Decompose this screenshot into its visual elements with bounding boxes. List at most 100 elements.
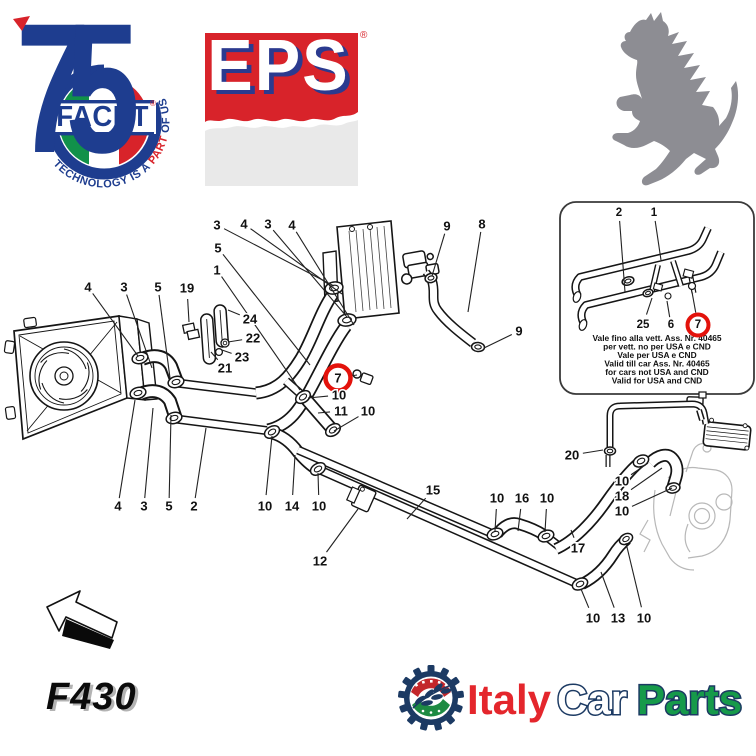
hose-clamp [129,386,147,400]
leader-line [544,508,547,533]
leader-line [517,508,522,532]
logo-word-parts: Parts [637,676,742,723]
part-number-1: 1 [651,207,658,219]
hose-clamp [603,446,617,456]
leader-line [221,349,232,354]
inset-notes: Vale fino alla vett. Ass. Nr. 40465 per … [592,333,721,386]
leader-line [631,487,673,507]
leader-line [92,293,139,357]
part-number-4: 4 [240,217,248,232]
part-number-24: 24 [243,312,258,327]
part-number-4: 4 [114,499,122,514]
hose-clamp [337,313,357,327]
leader-line [570,529,575,538]
leader-line [223,228,335,287]
leader-line [144,407,154,499]
part-number-9: 9 [515,324,522,339]
hose-clamp [621,276,635,286]
leader-line [600,571,615,608]
part-number-16: 16 [515,491,529,506]
eps-logo: EPS EPS ® [205,24,368,186]
clip-19 [181,322,201,341]
eps-gray-block [205,120,358,186]
leader-line [307,395,329,399]
part-number-4: 4 [84,280,92,295]
note-line: per vett. no per USA e CND [603,342,711,352]
part-number-3: 3 [140,499,147,514]
direction-arrow-icon [46,590,118,649]
part-number-2: 2 [616,207,622,219]
facet-red-accent [13,16,30,31]
part-number-9: 9 [443,219,450,234]
hose-clamp [537,529,555,543]
facet-swoosh [46,64,162,180]
part-number-3: 3 [213,218,220,233]
highlight-circle [685,312,711,338]
part-number-12: 12 [313,554,327,569]
leader-line [194,427,207,499]
model-label: F430 [46,676,137,718]
facet-wordmark: FACET [56,99,149,132]
leader-line [645,297,653,315]
hose-clamp [294,389,312,405]
nut-23 [214,347,224,357]
inset-fitting-6 [664,292,672,300]
leader-line [317,472,320,496]
leader-line [295,231,355,326]
note-line: Valid till car Ass. Nr. 40465 [604,359,710,369]
leader-line [326,508,359,553]
leader-line [210,351,219,361]
gear-icon [397,665,465,731]
facet-logo: FACET ® 75 TECHNOLOGY IS A PART OF US [13,0,172,192]
eps-wordmark: EPS [207,24,350,105]
leader-line [265,435,273,496]
part-number-15: 15 [426,483,440,498]
leader-line [126,294,153,369]
hose-clamp [571,577,589,591]
leader-line [333,416,359,432]
part-number-10: 10 [258,499,272,514]
part-number-7: 7 [334,371,341,386]
note-line: Valid for USA and CND [612,376,702,386]
part-number-5: 5 [154,280,161,295]
leader-line [221,276,301,391]
leader-line [406,497,427,520]
leader-line [227,309,241,316]
part-number-6: 6 [668,319,674,331]
inset-detail-box [559,201,755,395]
part-number-20: 20 [565,448,579,463]
hose-clamp [486,527,504,541]
leader-line [187,298,190,323]
leader-line [619,220,626,293]
part-number-3: 3 [120,280,127,295]
mount-plate-24 [213,304,229,348]
hose-clamp [263,425,281,439]
part-number-5: 5 [165,499,172,514]
part-number-10: 10 [490,491,504,506]
mount-hardware [181,304,230,365]
part-number-22: 22 [246,331,260,346]
note-line: Vale per USA e CND [617,350,696,360]
part-number-13: 13 [611,611,625,626]
prancing-horse-icon [612,12,739,186]
hose-clamp [309,462,327,476]
leader-line [630,462,649,476]
leader-line [483,334,513,349]
leader-line [158,294,171,379]
part-number-5: 5 [214,241,221,256]
part-number-25: 25 [637,319,650,331]
hose-clamp [167,375,185,389]
part-number-10: 10 [312,499,326,514]
leader-line [625,542,642,608]
part-number-10: 10 [361,404,375,419]
highlight-circle [323,363,353,393]
hose-clamps [129,272,681,591]
leader-line [317,411,331,414]
leader-line [168,414,172,499]
hose-clamp [424,272,438,284]
eps-registered-mark: ® [360,30,368,41]
part-number-19: 19 [180,281,194,296]
logo-word-italy: Italy [467,676,552,723]
leader-line [691,291,697,313]
